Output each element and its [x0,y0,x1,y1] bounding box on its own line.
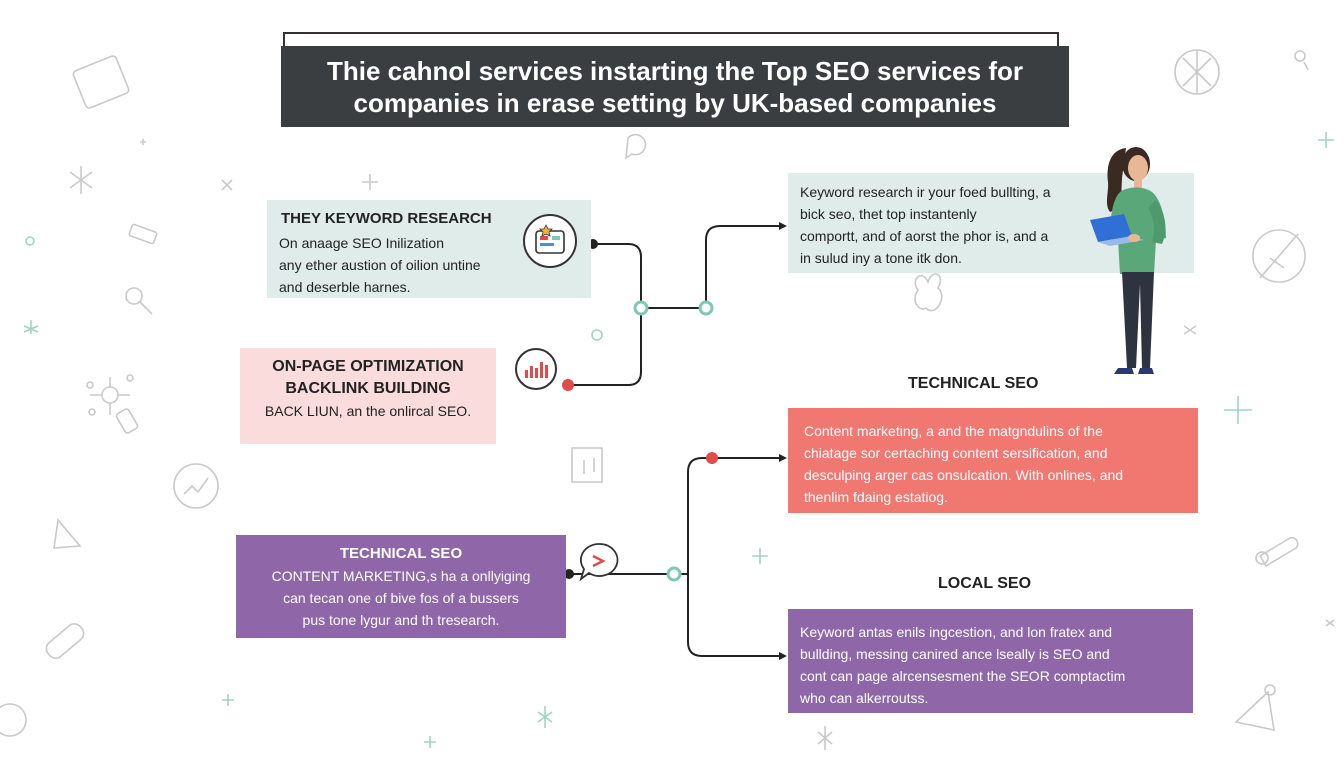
content-line: thenlim fdaing estatiog. [804,489,948,505]
keyword-research-line: On anaage SEO Inilization [279,235,444,251]
technical-seo-label: TECHNICAL SEO [908,375,1039,392]
keyword-detail-line: bick seo, thet top instantenly [800,206,977,222]
keyword-research-line: and deserble harnes. [279,279,411,295]
content-line: Content marketing, a and the matgndulins… [804,423,1103,439]
local-seo-label: LOCAL SEO [938,575,1032,592]
keyword-detail-line: comportt, and of aorst the phor is, and … [800,228,1049,244]
backlink-heading: BACKLINK BUILDING [285,380,451,397]
local-seo-box: Keyword antas enils ingcestion, and lon … [788,609,1193,713]
technical-seo-line: CONTENT MARKETING,s ha a onllyiging [271,568,531,584]
node-dot [564,569,574,579]
bar-chart-icon [515,348,557,390]
content-line: chiatage sor certaching content sersific… [804,445,1108,461]
keyword-detail-line: in sulud iny a tone itk don. [800,250,962,266]
local-line: bullding, messing canired ance lseally i… [800,646,1110,662]
node-red [562,379,574,391]
node-mint [698,300,714,316]
local-line: Keyword antas enils ingcestion, and lon … [800,624,1113,640]
on-page-line: BACK LIUN, an the onlircal SEO. [264,403,472,419]
page-title: Thie cahnol services instarting the Top … [281,46,1069,127]
technical-seo-line: pus tone lygur and th tresearch. [302,612,500,628]
keyword-detail-line: Keyword research ir your foed bullting, … [800,184,1051,200]
title-line-2: companies in erase setting by UK-based c… [353,87,997,118]
content-line: desculping arger cas onsulcation. With o… [804,467,1124,483]
arrowheads [779,222,787,660]
node-mint [633,300,649,316]
person-with-laptop-illustration [1090,147,1166,374]
keyword-research-heading: THEY KEYWORD RESEARCH [281,210,492,227]
technical-seo-box: TECHNICAL SEO CONTENT MARKETING,s ha a o… [236,535,566,638]
on-page-optimization-box: ON-PAGE OPTIMIZATION BACKLINK BUILDING B… [240,348,496,444]
local-line: who can alkerroutss. [800,690,929,706]
title-line-1: Thie cahnol services instarting the Top … [327,55,1023,86]
technical-seo-line: can tecan one of bive fos of a bussers [283,590,519,606]
keyword-research-line: any ether austion of oilion untine [279,257,481,273]
on-page-heading: ON-PAGE OPTIMIZATION [272,358,464,375]
chat-bubble-icon [577,540,621,584]
flow-lines [568,225,785,657]
local-line: cont can page alrcensesment the SEOR com… [800,668,1126,684]
technical-seo-heading: TECHNICAL SEO [339,545,463,562]
keyword-research-icon [523,214,577,268]
content-marketing-box: Content marketing, a and the matgndulins… [788,408,1198,513]
node-red [706,452,718,464]
title-frame [283,32,1059,48]
node-mint [666,566,682,582]
background-doodles [0,49,1335,750]
